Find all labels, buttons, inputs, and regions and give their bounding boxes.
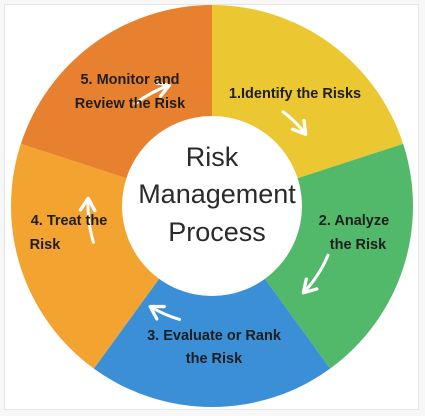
center-title-line-1: Risk (186, 142, 239, 172)
arrow-identify-to-analyze-icon (281, 110, 308, 136)
step-treat-line-1: 4. Treat the (31, 213, 108, 229)
center-title-line-2: Management (138, 179, 296, 209)
step-identify-line-1: 1.Identify the Risks (229, 86, 361, 102)
step-analyze-label: 2. Analyze the Risk (319, 213, 389, 253)
center-circle (122, 116, 302, 296)
arrow-monitor-to-identify-icon (133, 80, 171, 106)
step-monitor-line-2: Review the Risk (75, 96, 186, 112)
step-monitor-line-1: 5. Monitor and (80, 72, 179, 88)
arrow-evaluate-to-treat-icon (148, 304, 181, 321)
step-evaluate-label: 3. Evaluate or Rank the Risk (147, 328, 282, 367)
arrow-analyze-to-evaluate-icon (301, 253, 330, 295)
step-evaluate-line-2: the Risk (186, 351, 243, 367)
arrow-treat-to-monitor-icon (78, 196, 97, 244)
step-evaluate-line-1: 3. Evaluate or Rank (147, 328, 282, 344)
ring-segment-evaluate (93, 206, 331, 407)
step-treat-line-2: Risk (30, 237, 62, 253)
step-treat-label: 4. Treat the Risk (30, 213, 108, 253)
step-analyze-line-2: the Risk (330, 237, 387, 253)
step-analyze-line-1: 2. Analyze (319, 213, 389, 229)
step-identify-label: 1.Identify the Risks (229, 86, 361, 102)
step-monitor-label: 5. Monitor and Review the Risk (75, 72, 186, 112)
center-title-line-3: Process (168, 217, 266, 247)
